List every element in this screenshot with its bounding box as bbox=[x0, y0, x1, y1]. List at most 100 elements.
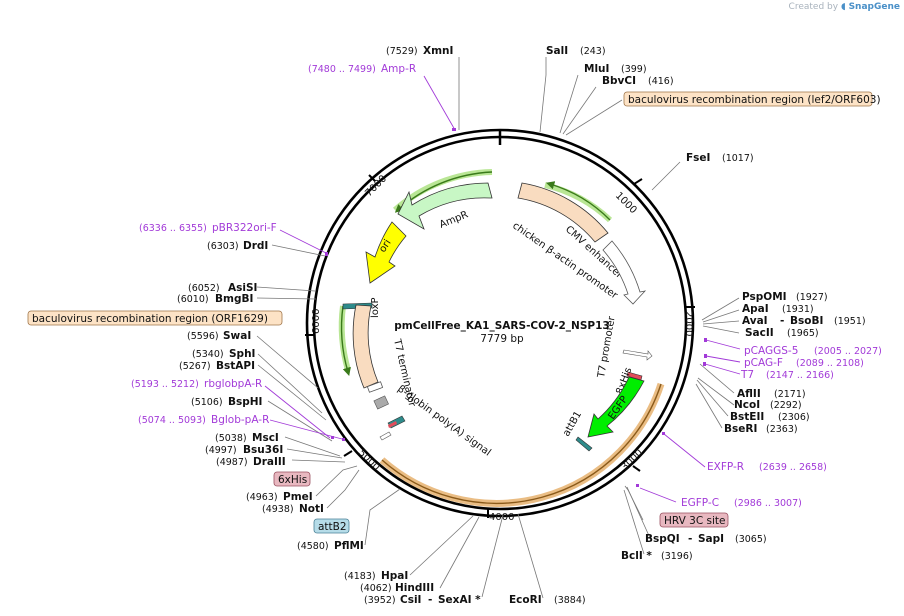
highlight-arc-orange-inner bbox=[381, 383, 662, 505]
snapgene-credit: Created by ◖ SnapGene bbox=[789, 2, 900, 12]
feature-ampr bbox=[397, 182, 493, 230]
leader-lines bbox=[256, 57, 740, 599]
primer-t7: T7 bbox=[740, 369, 754, 381]
enzyme-sexai: SexAI * bbox=[438, 594, 481, 606]
primer-pcag-f: pCAG-F bbox=[744, 357, 783, 369]
enzyme-sapi: SapI bbox=[698, 533, 724, 545]
enzyme-bspqi-pos: (3065) bbox=[735, 534, 767, 545]
label-hrv3c: HRV 3C site bbox=[664, 515, 725, 527]
enzyme-noti: NotI bbox=[299, 503, 324, 515]
feature-small-red bbox=[388, 421, 397, 428]
enzyme-avai: AvaI bbox=[742, 315, 768, 327]
direction-arrow-loxp bbox=[340, 305, 351, 377]
enzyme-bseri: BseRI bbox=[724, 423, 757, 435]
primer-ampr-pos: (7480 .. 7499) bbox=[308, 64, 376, 75]
credit-prefix: Created by bbox=[788, 2, 839, 12]
enzyme-msci-pos: (5038) bbox=[215, 433, 247, 444]
scale-ticks bbox=[305, 174, 695, 518]
enzyme-aflii-pos: (2171) bbox=[774, 389, 806, 400]
plasmid-size: 7779 bp bbox=[480, 333, 524, 345]
label-beta-globin-polya: β-globin poly(A) signal bbox=[395, 384, 492, 459]
enzyme-mlui-pos: (399) bbox=[621, 64, 647, 75]
enzyme-hindiii: HindIII bbox=[395, 582, 434, 594]
enzyme-aflii: AflII bbox=[737, 388, 761, 400]
feature-egfp bbox=[587, 376, 645, 438]
enzyme-apai-pos: (1931) bbox=[782, 304, 814, 315]
enzyme-bsphi-pos: (5106) bbox=[191, 397, 223, 408]
primer-bglob-pa-r: Bglob-pA-R bbox=[211, 414, 269, 426]
tick-label-4000: 4000 bbox=[489, 512, 514, 523]
enzyme-sacii: SacII bbox=[745, 327, 774, 339]
tick-label-2000: 2000 bbox=[683, 311, 694, 336]
box-6xhis bbox=[273, 471, 311, 487]
enzyme-bstapi: BstAPI bbox=[216, 360, 255, 372]
primer-pbr322ori-f-pos: (6336 .. 6355) bbox=[139, 223, 207, 234]
enzyme-fsei: FseI bbox=[686, 152, 710, 164]
enzyme-hpai-pos: (4183) bbox=[344, 571, 376, 582]
enzyme-pspomi-pos: (1927) bbox=[796, 292, 828, 303]
enzyme-pflmi-pos: (4580) bbox=[297, 541, 329, 552]
enzyme-mlui: MluI bbox=[584, 63, 609, 75]
enzyme-hindiii-pos: (4062) bbox=[360, 583, 392, 594]
feature-small-white-2 bbox=[379, 431, 392, 441]
primer-markers bbox=[325, 128, 707, 487]
primer-bglob-pa-r-pos: (5074 .. 5093) bbox=[138, 415, 206, 426]
enzyme-sacii-pos: (1965) bbox=[787, 328, 819, 339]
enzyme-bsteii-pos: (2306) bbox=[778, 412, 810, 423]
primer-rbglobpa-r: rbglobpA-R bbox=[204, 378, 262, 390]
tick-label-5000: 5000 bbox=[356, 447, 382, 473]
label-baculo-orf1629: baculovirus recombination region (ORF162… bbox=[32, 313, 268, 325]
enzyme-pspomi: PspOMI bbox=[742, 291, 787, 303]
enzyme-bsphi: BspHI bbox=[228, 396, 262, 408]
primer-rbglobpa-r-pos: (5193 .. 5212) bbox=[131, 379, 199, 390]
enzyme-msci: MscI bbox=[252, 432, 279, 444]
enzyme-bsobi: BsoBI bbox=[790, 315, 823, 327]
direction-arrow-cmv bbox=[545, 181, 611, 221]
enzyme-ecori: EcoRI bbox=[509, 594, 542, 606]
enzyme-avai-dash: - bbox=[780, 315, 784, 327]
feature-small-gray bbox=[373, 395, 389, 410]
feature-cba-promoter bbox=[602, 240, 647, 305]
enzyme-bseri-pos: (2363) bbox=[766, 424, 798, 435]
enzyme-ncoi-pos: (2292) bbox=[770, 400, 802, 411]
primer-pcag-f-pos: (2089 .. 2108) bbox=[796, 358, 864, 369]
snapgene-logo-icon: ◖ bbox=[840, 2, 846, 12]
enzyme-bspqi: BspQI bbox=[645, 533, 680, 545]
box-baculo-orf1629 bbox=[27, 310, 283, 326]
enzyme-pmei: PmeI bbox=[283, 491, 313, 503]
enzyme-bbvci-pos: (416) bbox=[648, 76, 674, 87]
primer-lines bbox=[264, 75, 741, 503]
enzyme-hpai: HpaI bbox=[381, 570, 408, 582]
primer-t7-pos: (2147 .. 2166) bbox=[766, 370, 834, 381]
enzyme-csii: CsiI bbox=[400, 594, 421, 606]
enzyme-sali-pos: (243) bbox=[580, 46, 606, 57]
primer-egfp-c: EGFP-C bbox=[681, 497, 719, 509]
enzyme-sphi: SphI bbox=[229, 348, 255, 360]
enzyme-draiii: DraIII bbox=[253, 456, 286, 468]
feature-left-peach bbox=[352, 304, 379, 389]
label-attb1: attB1 bbox=[561, 409, 584, 438]
enzyme-bcli: BclI * bbox=[621, 550, 652, 562]
enzyme-bmgbi: BmgBI bbox=[215, 293, 253, 305]
primer-pcaggs-5-pos: (2005 .. 2027) bbox=[814, 346, 882, 357]
enzyme-bsu36i: Bsu36I bbox=[243, 444, 283, 456]
enzyme-bcli-pos: (3196) bbox=[661, 551, 693, 562]
enzyme-bsteii: BstEII bbox=[730, 411, 764, 423]
credit-brand: SnapGene bbox=[848, 2, 900, 12]
enzyme-asisi-pos: (6052) bbox=[188, 283, 220, 294]
enzyme-bspqi-dash: - bbox=[688, 533, 692, 545]
enzyme-pmei-pos: (4963) bbox=[246, 492, 278, 503]
box-baculo-lef2 bbox=[623, 91, 873, 107]
enzyme-ecori-pos: (3884) bbox=[554, 595, 586, 606]
primer-exfp-r-pos: (2639 .. 2658) bbox=[759, 462, 827, 473]
enzyme-bbvci: BbvCI bbox=[602, 75, 636, 87]
enzyme-draiii-pos: (4987) bbox=[216, 457, 248, 468]
feature-cmv-enhancer bbox=[517, 182, 609, 243]
feature-t7-promoter bbox=[622, 349, 653, 361]
enzyme-fsei-pos: (1017) bbox=[722, 153, 754, 164]
enzyme-swai: SwaI bbox=[223, 330, 251, 342]
enzyme-drdi: DrdI bbox=[243, 240, 268, 252]
primer-pbr322ori-f: pBR322ori-F bbox=[212, 222, 277, 234]
primer-ampr: Amp-R bbox=[381, 63, 416, 75]
